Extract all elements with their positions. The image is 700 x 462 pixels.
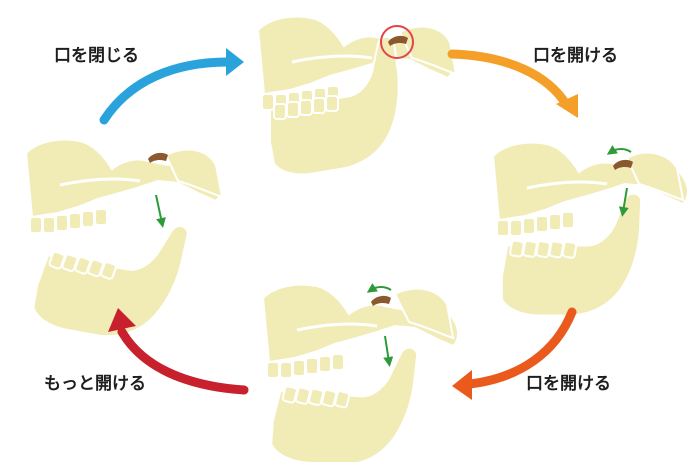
- articular-disc: [371, 295, 391, 306]
- label-close-mouth: 口を閉じる: [54, 46, 139, 66]
- label-open-more: もっと開ける: [44, 374, 146, 394]
- figure-closed: [256, 15, 458, 176]
- cycle-arrow-orange: [447, 49, 578, 118]
- movement-arrow: [155, 194, 166, 228]
- label-open-mouth-bottom: 口を開ける: [526, 374, 611, 394]
- cycle-arrow-red-orange: [452, 307, 577, 400]
- articular-disc: [613, 159, 633, 170]
- cycle-arrow-blue: [99, 48, 244, 125]
- figure-open-bottom: [261, 283, 460, 462]
- movement-arrow: [366, 283, 392, 293]
- label-open-mouth-right: 口を開ける: [533, 46, 618, 66]
- movement-arrow: [618, 187, 629, 217]
- movement-arrow: [383, 335, 394, 367]
- figure-open-wide: [24, 138, 224, 362]
- articular-disc: [148, 152, 168, 163]
- movement-arrow: [606, 145, 632, 155]
- cycle-arrow-red: [108, 308, 249, 395]
- articular-disc: [388, 35, 408, 46]
- figure-open-right: [491, 141, 690, 333]
- highlight-circle: [380, 25, 414, 59]
